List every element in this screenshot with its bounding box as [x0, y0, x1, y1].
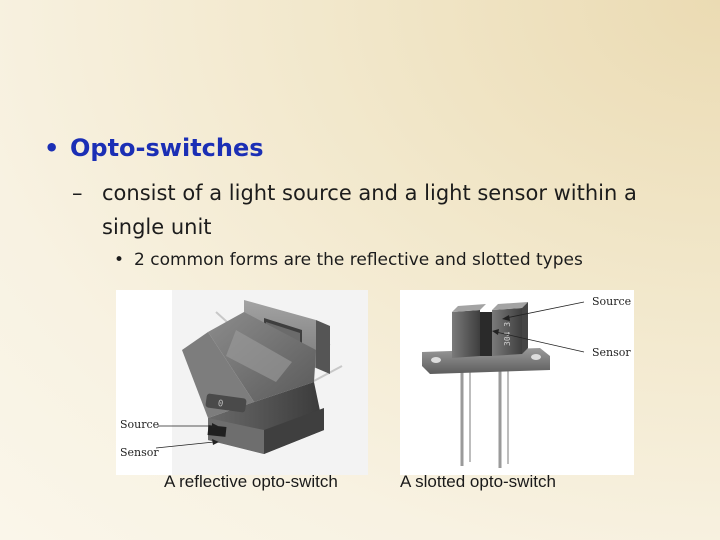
- reflective-caption: A reflective opto-switch: [164, 472, 338, 491]
- reflective-opto-switch-illustration: 0: [155, 290, 368, 475]
- opto-switch-figure: 0 Source Sensor: [116, 290, 634, 491]
- reflective-photo: 0 Source Sensor: [116, 290, 368, 475]
- bullet-2-text: consist of a light source and a light se…: [102, 181, 637, 239]
- bullet-level-2: – consist of a light source and a light …: [72, 176, 692, 244]
- reflective-source-callout: Source: [120, 418, 160, 431]
- bullet-level-1: • Opto-switches: [44, 134, 264, 162]
- slotted-source-callout: Source: [592, 295, 632, 308]
- slotted-side-marking: 304 3: [503, 322, 512, 346]
- bullet-1-text: Opto-switches: [70, 134, 264, 162]
- bullet-3-text: 2 common forms are the reflective and sl…: [134, 250, 583, 270]
- bullet-dot: •: [114, 250, 125, 270]
- bullet-dot: •: [44, 134, 60, 162]
- bullet-dash: –: [72, 181, 83, 205]
- bullet-level-3: • 2 common forms are the reflective and s…: [114, 250, 583, 270]
- slotted-photo: 304 3: [400, 290, 634, 475]
- slotted-caption: A slotted opto-switch: [400, 472, 556, 491]
- chip-marking: 0: [217, 399, 224, 410]
- reflective-sensor-callout: Sensor: [120, 446, 159, 459]
- slotted-opto-switch-illustration: 304 3: [422, 301, 585, 468]
- slotted-sensor-callout: Sensor: [592, 346, 631, 359]
